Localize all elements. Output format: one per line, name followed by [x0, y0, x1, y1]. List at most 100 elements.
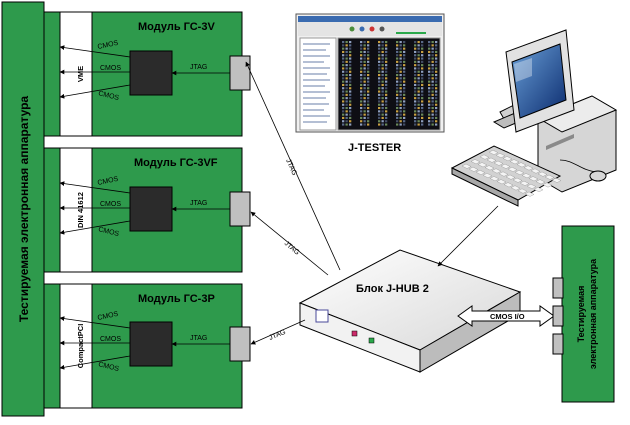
pin-cell: [417, 47, 420, 50]
pin-cell: [363, 120, 366, 123]
pin-cell: [403, 74, 406, 77]
pin-cell: [431, 54, 434, 57]
bus-label: VME: [76, 66, 85, 82]
pin-cell: [378, 77, 381, 80]
pin-cell: [367, 107, 370, 110]
keyboard-key: [491, 168, 502, 174]
pin-cell: [367, 120, 370, 123]
pin-cell: [431, 123, 434, 126]
pin-cell: [417, 54, 420, 57]
pin-cell: [435, 110, 438, 113]
pin-cell: [417, 107, 420, 110]
pin-cell: [403, 116, 406, 119]
computer: [450, 29, 618, 207]
keyboard-key: [512, 177, 523, 183]
pin-cell: [360, 54, 363, 57]
pin-cell: [428, 50, 431, 53]
backplane-slot: [43, 11, 61, 137]
pin-cell: [342, 60, 345, 63]
pin-cell: [363, 83, 366, 86]
pin-cell: [342, 90, 345, 93]
keyboard-key: [510, 185, 521, 191]
hub-led-green: [368, 337, 375, 344]
pin-cell: [381, 54, 384, 57]
pin-cell: [342, 74, 345, 77]
pin-cell: [378, 54, 381, 57]
pin-cell: [385, 54, 388, 57]
pin-cell: [414, 47, 417, 50]
pin-cell: [403, 44, 406, 47]
pin-cell: [421, 100, 424, 103]
pin-cell: [385, 113, 388, 116]
pin-cell: [428, 116, 431, 119]
pin-cell: [428, 83, 431, 86]
pin-cell: [367, 113, 370, 116]
pin-cell: [435, 87, 438, 90]
pin-cell: [345, 100, 348, 103]
pin-cell: [431, 116, 434, 119]
pin-cell: [435, 47, 438, 50]
pin-cell: [414, 123, 417, 126]
pin-cell: [399, 103, 402, 106]
pin-cell: [435, 100, 438, 103]
jtag-link: [245, 61, 341, 271]
pin-cell: [363, 41, 366, 44]
pin-cell: [403, 70, 406, 73]
pin-cell: [349, 97, 352, 100]
keyboard-key: [488, 150, 499, 155]
pin-cell: [403, 41, 406, 44]
pin-cell: [349, 123, 352, 126]
pin-cell: [349, 54, 352, 57]
pin-cell: [414, 103, 417, 106]
pin-cell: [378, 116, 381, 119]
pin-cell: [378, 60, 381, 63]
pin-cell: [396, 64, 399, 67]
pin-cell: [367, 123, 370, 126]
pin-cell: [342, 113, 345, 116]
pin-cell: [349, 116, 352, 119]
pin-cell: [378, 64, 381, 67]
pin-cell: [403, 60, 406, 63]
pin-cell: [414, 97, 417, 100]
pin-cell: [349, 57, 352, 60]
pin-cell: [360, 123, 363, 126]
tester-pin-map: [337, 37, 441, 131]
pin-cell: [345, 60, 348, 63]
pin-cell: [399, 54, 402, 57]
pin-cell: [367, 44, 370, 47]
pin-cell: [345, 41, 348, 44]
pin-cell: [399, 116, 402, 119]
keyboard-key: [551, 177, 562, 183]
pin-cell: [399, 70, 402, 73]
pin-cell: [414, 70, 417, 73]
pin-cell: [399, 67, 402, 70]
pin-cell: [431, 80, 434, 83]
pin-cell: [403, 77, 406, 80]
keyboard-key: [519, 180, 530, 186]
pin-cell: [396, 70, 399, 73]
pin-cell: [417, 100, 420, 103]
pin-cell: [431, 100, 434, 103]
pin-cell: [399, 60, 402, 63]
pin-cell: [367, 67, 370, 70]
pin-cell: [421, 113, 424, 116]
keyboard-key: [526, 184, 537, 189]
pin-cell: [399, 50, 402, 53]
pin-cell: [396, 103, 399, 106]
pin-cell: [414, 44, 417, 47]
pin-cell: [421, 110, 424, 113]
keyboard-key: [544, 174, 555, 180]
pin-cell: [428, 77, 431, 80]
pin-grid: [342, 41, 438, 126]
pin-cell: [421, 57, 424, 60]
pin-cell: [367, 80, 370, 83]
pin-cell: [342, 41, 345, 44]
pin-cell: [363, 70, 366, 73]
pin-cell: [385, 67, 388, 70]
pin-cell: [403, 64, 406, 67]
pin-cell: [367, 77, 370, 80]
pin-cell: [345, 90, 348, 93]
pin-cell: [421, 74, 424, 77]
pin-cell: [396, 110, 399, 113]
pin-cell: [378, 107, 381, 110]
